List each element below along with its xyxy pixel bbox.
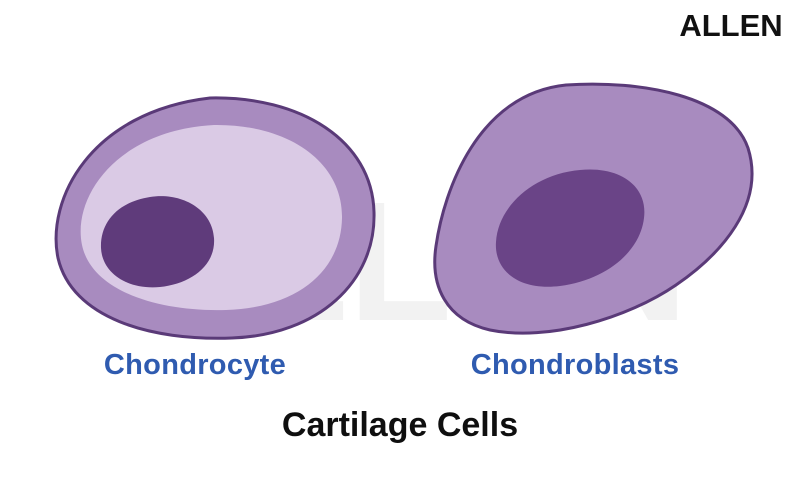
chondrocyte-nucleus <box>100 196 215 288</box>
chondroblast-cell <box>433 82 754 335</box>
chondrocyte-label: Chondrocyte <box>103 349 287 381</box>
chondroblast-nucleus <box>495 169 645 287</box>
allen-logo: ALLEN <box>679 8 783 43</box>
diagram-caption: Cartilage Cells <box>281 406 519 444</box>
chondrocyte-cell <box>54 96 376 340</box>
chondroblasts-label: Chondroblasts <box>470 349 680 381</box>
